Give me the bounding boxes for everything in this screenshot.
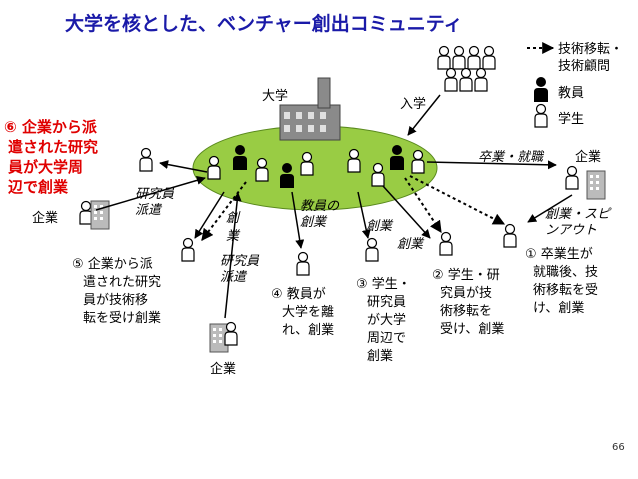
legend-transfer-line2: 技術顧問 bbox=[558, 59, 610, 74]
company-bottom-label: 企業 bbox=[210, 361, 236, 377]
student-in-university-6 bbox=[411, 149, 425, 174]
faculty-startup-label-2: 創業 bbox=[300, 215, 328, 230]
case6-line3: 員が大学周 bbox=[7, 158, 83, 176]
transfer-arrow-case2 bbox=[404, 177, 442, 233]
transfer-arrow-case5 bbox=[201, 181, 247, 241]
case6-line1: ⑥ 企業から派 bbox=[4, 118, 98, 136]
case3-line1: ③ 学生・ bbox=[356, 276, 411, 292]
startup-arrow-case4 bbox=[291, 191, 305, 249]
case5-line1: ⑤ 企業から派 bbox=[72, 256, 153, 272]
researcher-dispatch-left-2: 派遣 bbox=[135, 203, 163, 218]
university-building-icon bbox=[279, 77, 341, 141]
case5-line4: 転を受け創業 bbox=[83, 310, 161, 326]
student-in-university-1 bbox=[207, 155, 221, 180]
researcher-dispatch-mid-1: 研究員 bbox=[220, 253, 260, 269]
startup-label-a: 創業 bbox=[366, 219, 394, 234]
graduation-arrow bbox=[426, 160, 557, 170]
company-right-building-icon bbox=[586, 170, 606, 200]
spinout-label-1: 創業・スピ bbox=[545, 207, 612, 222]
case5-line2: 遣された研究 bbox=[83, 275, 161, 290]
legend-student-icon bbox=[534, 103, 548, 128]
case6-line4: 辺で創業 bbox=[8, 178, 69, 196]
spinout-arrow bbox=[527, 194, 573, 223]
legend-transfer-line1: 技術移転・ bbox=[558, 42, 623, 57]
legend: 技術移転・ 技術顧問 教員 学生 bbox=[527, 42, 623, 128]
company-left-label: 企業 bbox=[32, 210, 58, 226]
enrollment-label: 入学 bbox=[400, 96, 426, 112]
legend-faculty-label: 教員 bbox=[558, 85, 584, 101]
case3-line2: 研究員 bbox=[367, 295, 406, 310]
case6-line2: 遣された研究 bbox=[8, 138, 98, 156]
researcher-dispatch-left-1: 研究員 bbox=[135, 186, 175, 202]
student-in-university-3 bbox=[300, 151, 314, 176]
student-in-university-2 bbox=[255, 157, 269, 182]
case1-line2: 就職後、技 bbox=[533, 265, 598, 280]
company-right-employee bbox=[565, 165, 579, 190]
case2-line3: 術移転を bbox=[440, 304, 492, 319]
case4-line1: ④ 教員が bbox=[271, 286, 326, 302]
case6-founder bbox=[139, 147, 153, 172]
case2-line2: 究員が技 bbox=[440, 286, 492, 301]
case3-line5: 創業 bbox=[367, 348, 393, 364]
startup-vertical-2: 業 bbox=[226, 229, 241, 244]
case2-line1: ② 学生・研 bbox=[432, 267, 500, 283]
researcher-dispatch-mid-2: 派遣 bbox=[220, 270, 248, 285]
spinout-label-2: ンアウト bbox=[545, 223, 597, 238]
faculty-startup-label-1: 教員の bbox=[300, 199, 340, 214]
case2-line4: 受け、創業 bbox=[440, 321, 504, 337]
case5-line3: 員が技術移 bbox=[83, 293, 148, 308]
page-number: 66 bbox=[612, 442, 625, 453]
case1-line4: け、創業 bbox=[533, 300, 584, 316]
legend-student-label: 学生 bbox=[558, 111, 584, 127]
case4-line2: 大学を離 bbox=[282, 304, 334, 320]
student-in-university-4 bbox=[347, 148, 361, 173]
enrollment-arrow bbox=[407, 94, 441, 136]
university-label: 大学 bbox=[262, 88, 288, 104]
student-in-university-5 bbox=[371, 162, 385, 187]
startup-arrow-case5 bbox=[194, 191, 225, 239]
company-left-building-icon bbox=[90, 200, 110, 230]
company-left-employee bbox=[79, 200, 93, 225]
startup-arrow-case2 bbox=[382, 185, 431, 239]
researcher-dispatch-arrow-left bbox=[95, 175, 206, 211]
case3-line4: 周辺で bbox=[367, 331, 406, 346]
case3-founder bbox=[365, 237, 379, 262]
company-bottom-employee bbox=[224, 321, 238, 346]
startup-label-b: 創業 bbox=[397, 237, 425, 252]
case2-founder bbox=[439, 231, 453, 256]
case1-line3: 術移転を受 bbox=[533, 283, 598, 298]
startup-arrow-case3 bbox=[357, 191, 371, 239]
startup-arrow-case6 bbox=[159, 160, 208, 173]
case1-line1: ① 卒業生が bbox=[525, 246, 593, 262]
legend-faculty-icon bbox=[534, 77, 548, 102]
company-right-label: 企業 bbox=[575, 149, 601, 165]
case4-line3: れ、創業 bbox=[282, 322, 334, 338]
case3-line3: が大学 bbox=[367, 312, 406, 328]
diagram-title: 大学を核とした、ベンチャー創出コミュニティ bbox=[65, 12, 463, 35]
case5-founder bbox=[181, 237, 195, 262]
case1-founder bbox=[503, 223, 517, 248]
case4-founder bbox=[296, 251, 310, 276]
graduation-employment-label: 卒業・就職 bbox=[478, 150, 545, 165]
incoming-students-group bbox=[437, 45, 496, 92]
startup-vertical-1: 創 bbox=[226, 211, 241, 226]
researcher-dispatch-arrow-mid bbox=[224, 192, 242, 319]
